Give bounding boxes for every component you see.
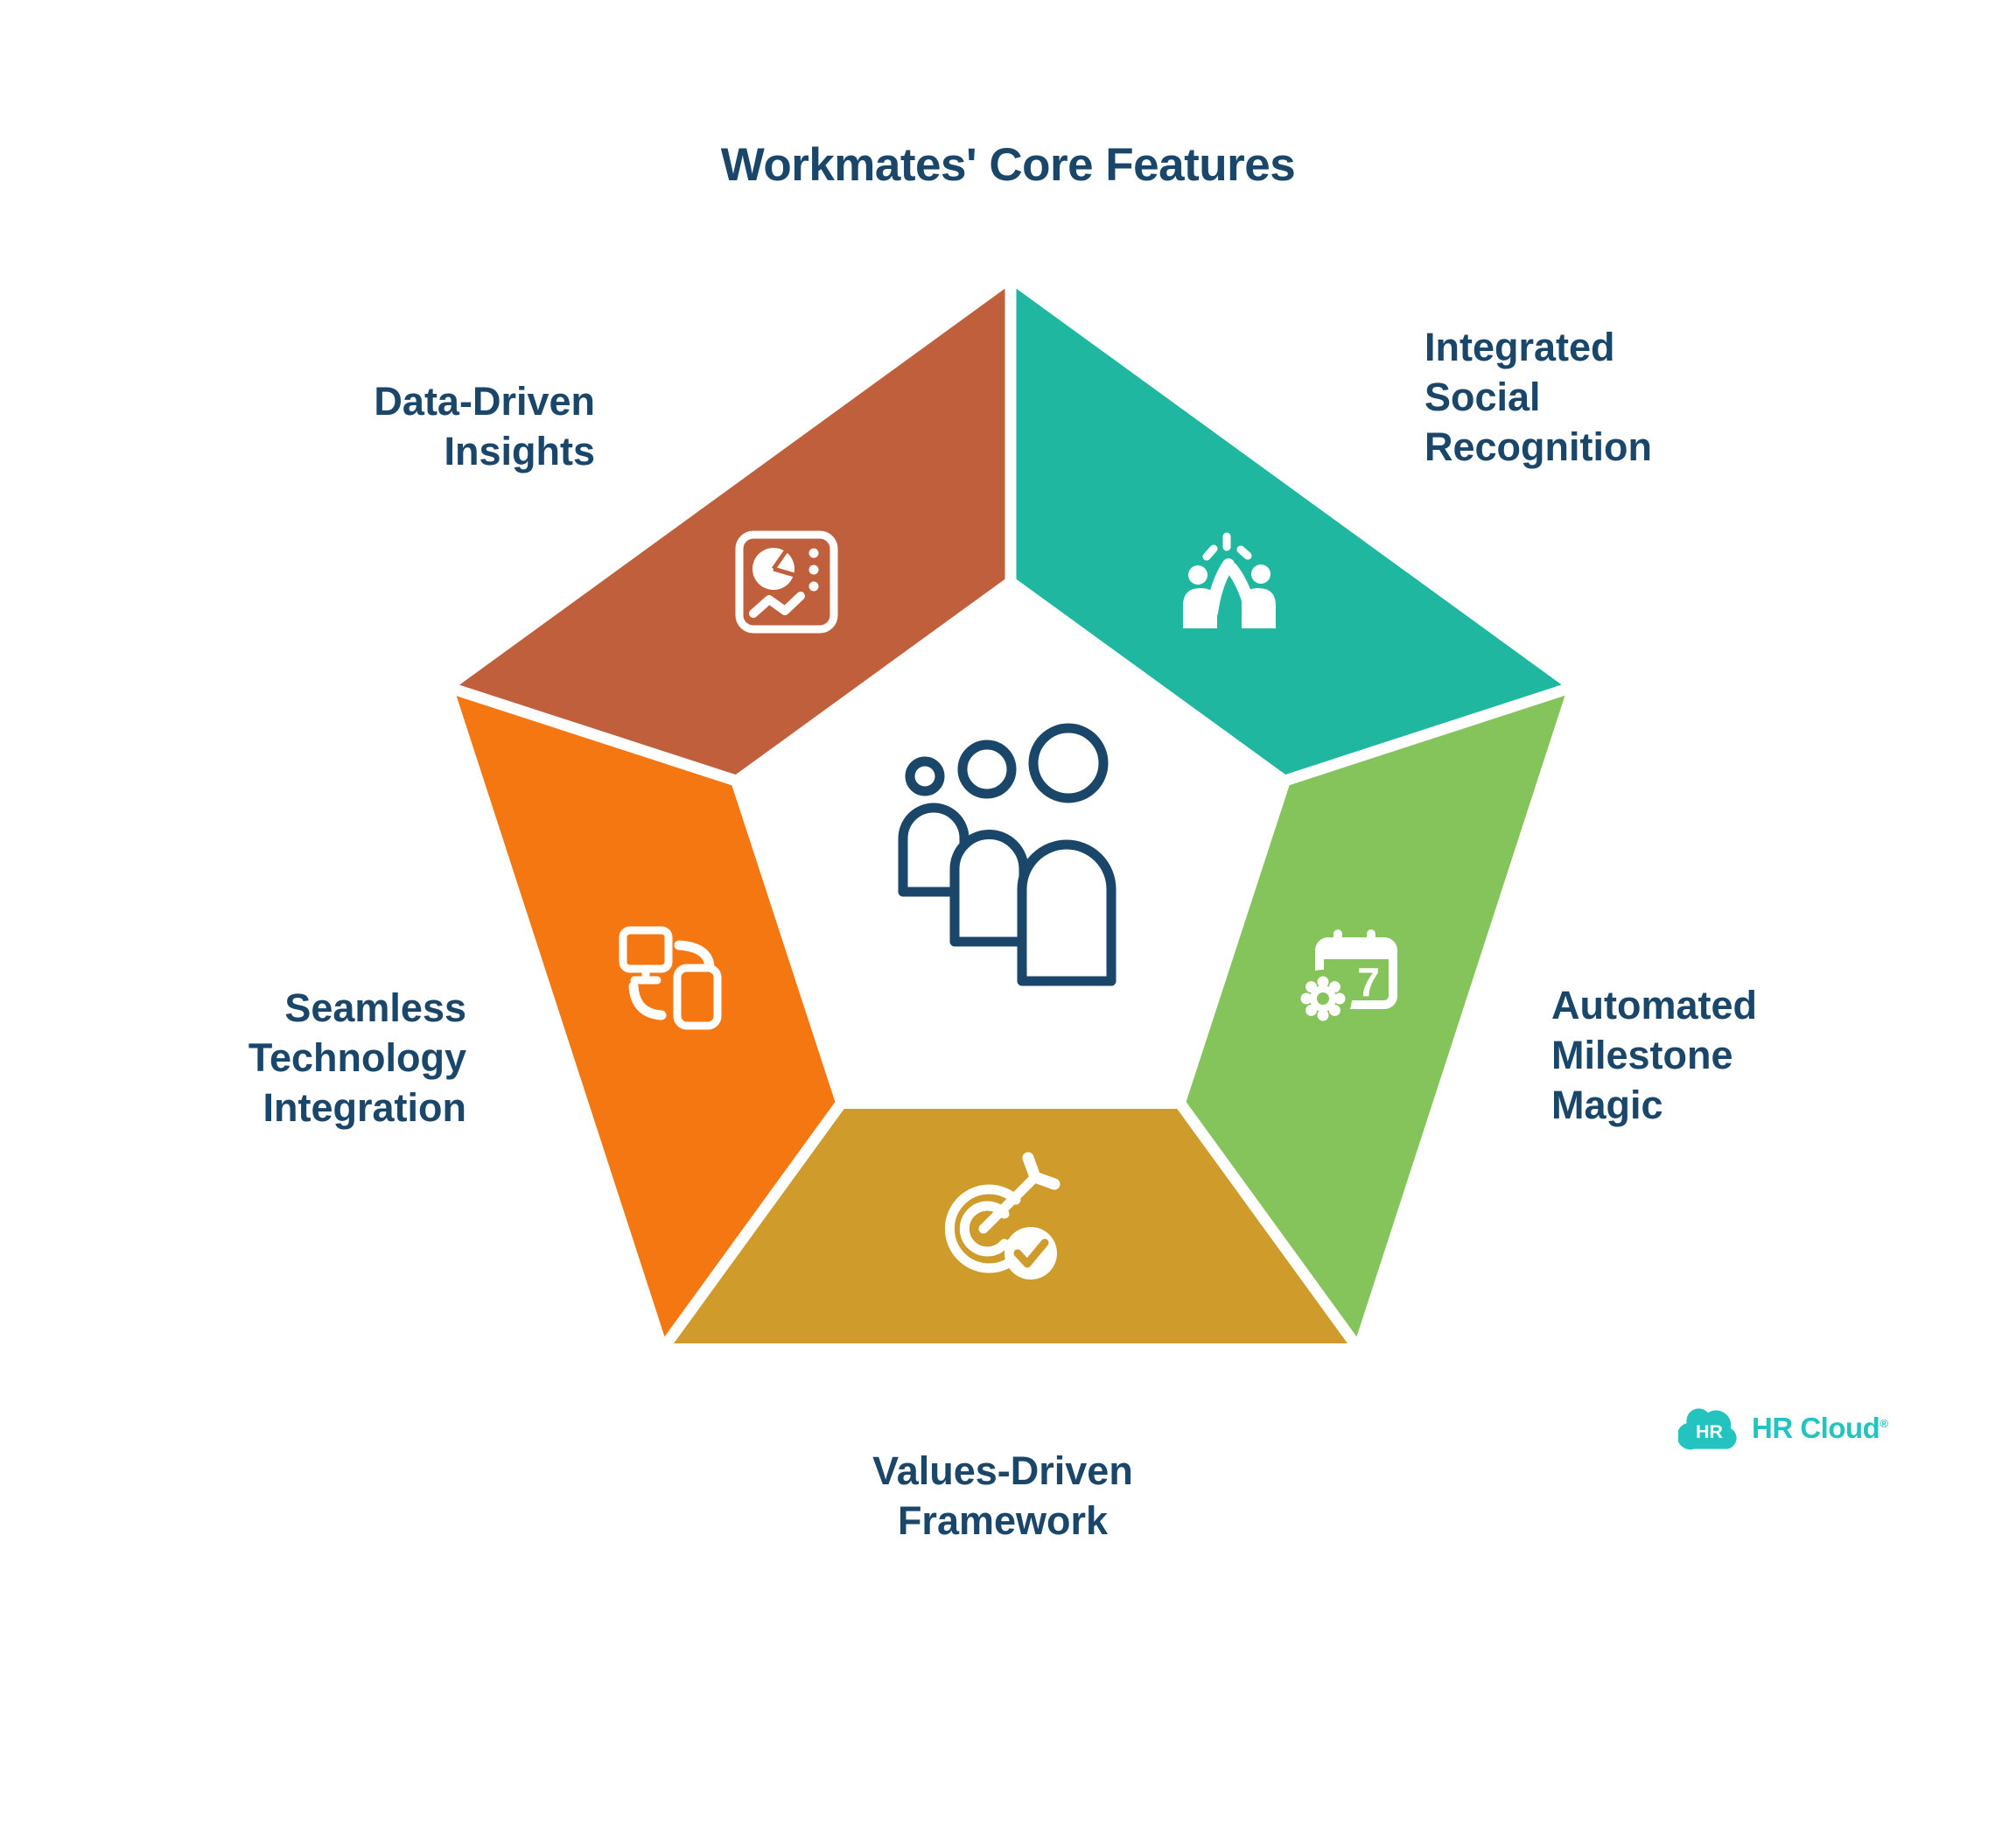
device-sync-icon [619,926,722,1030]
dashboard-chart-icon [735,530,838,634]
label-integrated-social-recognition: Integrated Social Recognition [1424,325,1652,469]
segment-integrated-social-recognition [1011,284,1567,779]
segment-values-driven-framework [667,1109,1354,1343]
cloud-icon: HR [1678,1408,1737,1450]
registered-mark: ® [1880,1417,1888,1430]
pentagon-segments [454,284,1567,1343]
people-group-icon [898,723,1116,986]
segment-automated-milestone-magic [1184,689,1567,1343]
label-data-driven-insights: Data-Driven Insights [374,379,595,473]
segment-divider [1008,676,1592,876]
calendar-gear-icon: 7 [1294,929,1397,1027]
page-title: Workmates' Core Features [720,139,1296,191]
logo-name: HR Cloud [1752,1412,1880,1444]
cloud-badge-text: HR [1696,1421,1723,1442]
logo-wordmark: HR Cloud® [1752,1412,1888,1445]
label-values-driven-framework: Values-Driven Framework [872,1448,1133,1543]
label-seamless-technology-integration: Seamless Technology Integration [248,985,466,1130]
calendar-number: 7 [1357,959,1380,1005]
hr-cloud-logo: HR HR Cloud® [1678,1402,1888,1455]
segment-data-driven-insights [454,284,1011,779]
high-five-icon [1183,532,1276,628]
segment-divider [648,866,1016,1366]
label-automated-milestone-magic: Automated Milestone Magic [1551,983,1757,1127]
target-check-icon [944,1152,1060,1280]
